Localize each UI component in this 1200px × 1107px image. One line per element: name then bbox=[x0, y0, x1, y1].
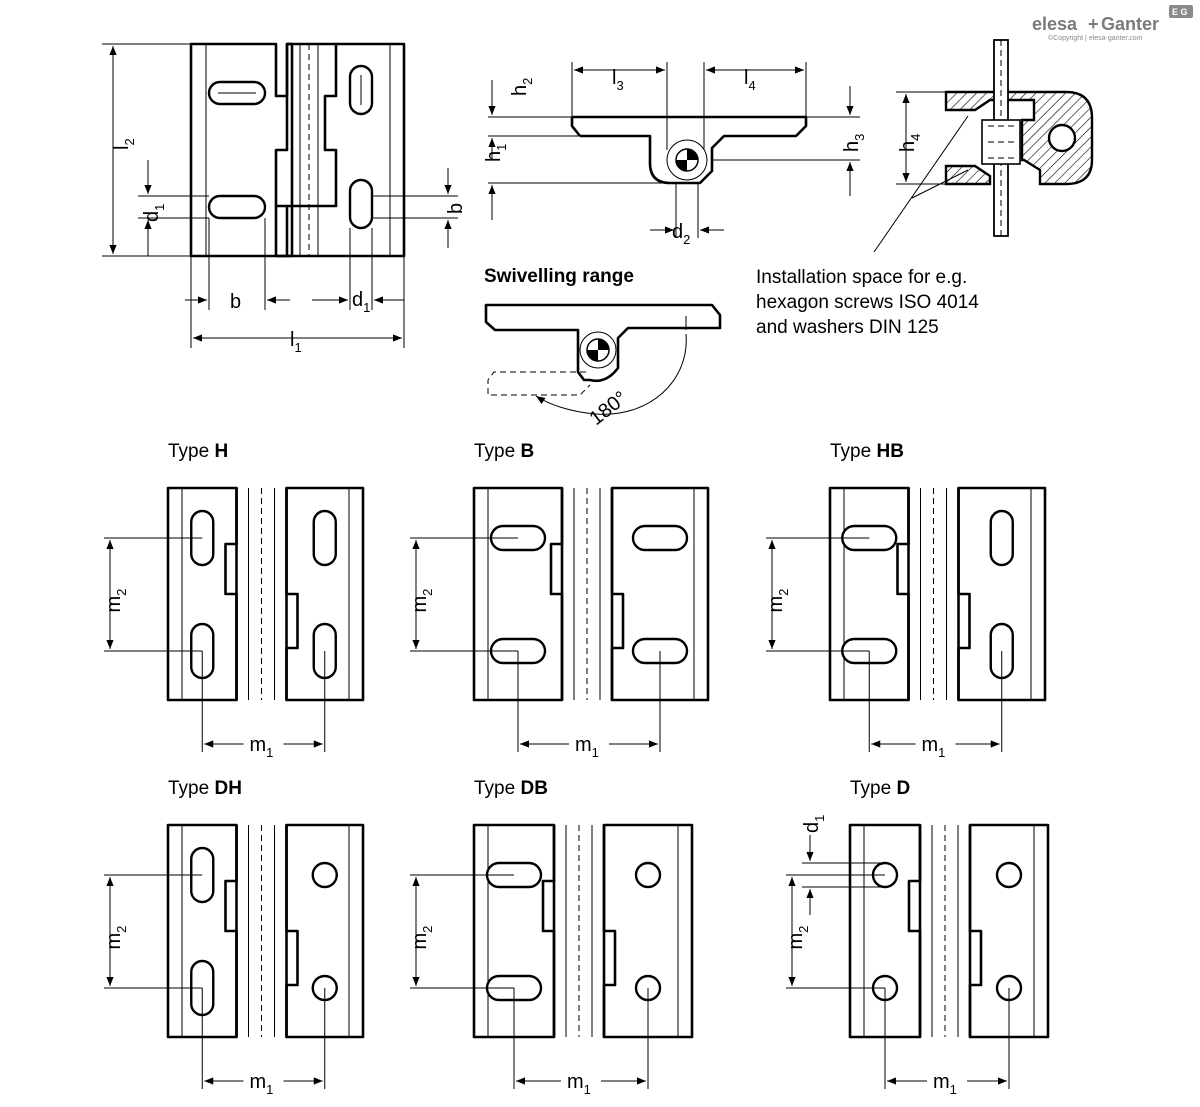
leaf-outline bbox=[968, 823, 1050, 1039]
leaf-outline bbox=[602, 823, 694, 1039]
brand-badge bbox=[1169, 5, 1193, 18]
dim-label-l2: l2 bbox=[111, 138, 137, 150]
dim-label-m1: m1 bbox=[250, 734, 274, 760]
section-top-hatch bbox=[944, 90, 1094, 186]
dim-label-h1: h1 bbox=[483, 144, 509, 162]
type-prefix: Type bbox=[850, 778, 896, 799]
section-bottom-hatch bbox=[944, 164, 992, 186]
dim-label-m2: m2 bbox=[409, 589, 435, 613]
slot-horizontal bbox=[207, 194, 267, 220]
svg-text:+: + bbox=[1088, 14, 1099, 34]
swivelling-range-title: Swivelling range bbox=[484, 266, 634, 287]
installation-note-line: Installation space for e.g. bbox=[756, 267, 967, 288]
type-caption: Type DB bbox=[474, 778, 548, 799]
type-prefix: Type bbox=[830, 441, 876, 462]
type-code: HB bbox=[876, 441, 903, 462]
type-code: B bbox=[520, 441, 534, 462]
dim-label-m1: m1 bbox=[250, 1071, 274, 1097]
round-hole bbox=[311, 861, 338, 889]
swivel-rotated-leaf bbox=[487, 371, 591, 396]
dim-label-h3: h3 bbox=[841, 134, 867, 152]
type-caption: Type D bbox=[850, 778, 910, 799]
type-code: D bbox=[896, 778, 910, 799]
type-prefix: Type bbox=[474, 441, 520, 462]
swivel-pivot-center-mark bbox=[586, 338, 610, 362]
leaf-outline bbox=[610, 486, 710, 702]
type-prefix: Type bbox=[168, 441, 214, 462]
swivel-leaf-outline bbox=[484, 303, 722, 383]
leaf-outline bbox=[285, 823, 365, 1039]
installation-note: Installation space for e.g. hexagon scre… bbox=[756, 267, 979, 338]
dim-label-m1: m1 bbox=[922, 734, 946, 760]
copyright-text: ©Copyright | elesa-ganter.com bbox=[1048, 34, 1143, 42]
leaf-outline bbox=[285, 486, 365, 702]
type-prefix: Type bbox=[168, 778, 214, 799]
swivel-angle-label: 180° bbox=[586, 387, 632, 430]
dim-label-l4: l4 bbox=[744, 67, 756, 93]
type-variant-dh: Type DH m2 m1 bbox=[103, 778, 365, 1097]
type-caption: Type B bbox=[474, 441, 534, 462]
dim-label-m2: m2 bbox=[785, 926, 811, 950]
type-caption: Type HB bbox=[830, 441, 904, 462]
dim-label-h2: h2 bbox=[509, 78, 535, 96]
type-prefix: Type bbox=[474, 778, 520, 799]
type-code: H bbox=[214, 441, 228, 462]
dim-label-d2: d2 bbox=[672, 221, 690, 247]
leaf-outline bbox=[957, 486, 1047, 702]
dim-label-d1: d1 bbox=[141, 204, 167, 222]
dim-label-d1: d1 bbox=[801, 815, 827, 833]
hinge-front-view: l2 d1 b b d1 l1 bbox=[102, 42, 467, 355]
swivelling-range-view: Swivelling range 180° bbox=[484, 266, 722, 430]
dim-label-m1: m1 bbox=[933, 1071, 957, 1097]
installation-note-line: hexagon screws ISO 4014 bbox=[756, 292, 979, 313]
hinge-section-view: h4 bbox=[873, 39, 1094, 253]
dim-label-h4: h4 bbox=[897, 134, 923, 152]
brand-badge-text: E G bbox=[1172, 7, 1188, 17]
slot-vertical bbox=[348, 178, 374, 230]
type-caption: Type DH bbox=[168, 778, 242, 799]
dim-label-m2: m2 bbox=[409, 926, 435, 950]
dim-label-m1: m1 bbox=[575, 734, 599, 760]
dim-label-m2: m2 bbox=[765, 589, 791, 613]
type-code: DB bbox=[520, 778, 547, 799]
installation-note-line: and washers DIN 125 bbox=[756, 317, 939, 338]
right-leaf-outline bbox=[287, 42, 406, 258]
slot-horizontal bbox=[631, 524, 689, 552]
dim-label-m2: m2 bbox=[103, 589, 129, 613]
dim-label-d1-bottom: d1 bbox=[352, 289, 370, 315]
dim-label-b-horizontal: b bbox=[230, 291, 241, 313]
pivot-center-mark bbox=[675, 148, 699, 172]
type-variant-hb: Type HB m2 m1 bbox=[765, 441, 1047, 760]
slot-vertical bbox=[989, 509, 1014, 567]
dim-label-b-vertical: b bbox=[445, 203, 467, 214]
slot-vertical bbox=[312, 509, 337, 567]
dim-label-m1: m1 bbox=[567, 1071, 591, 1097]
dim-label-l1: l1 bbox=[290, 329, 302, 355]
hinge-side-view: h2 h1 l3 l4 h3 bbox=[483, 62, 867, 247]
brand-logo: elesa + Ganter E G ©Copyright | elesa-ga… bbox=[1032, 5, 1193, 42]
brand-logo-left: elesa bbox=[1032, 14, 1078, 34]
type-caption: Type H bbox=[168, 441, 228, 462]
type-code: DH bbox=[214, 778, 241, 799]
round-hole bbox=[995, 861, 1023, 889]
type-variant-db: Type DB m2 m1 bbox=[409, 778, 694, 1097]
brand-logo-right: Ganter bbox=[1101, 14, 1159, 34]
round-hole bbox=[634, 861, 662, 889]
dim-label-l3: l3 bbox=[612, 67, 624, 93]
knuckle-outline bbox=[274, 42, 338, 208]
dim-label-m2: m2 bbox=[103, 926, 129, 950]
